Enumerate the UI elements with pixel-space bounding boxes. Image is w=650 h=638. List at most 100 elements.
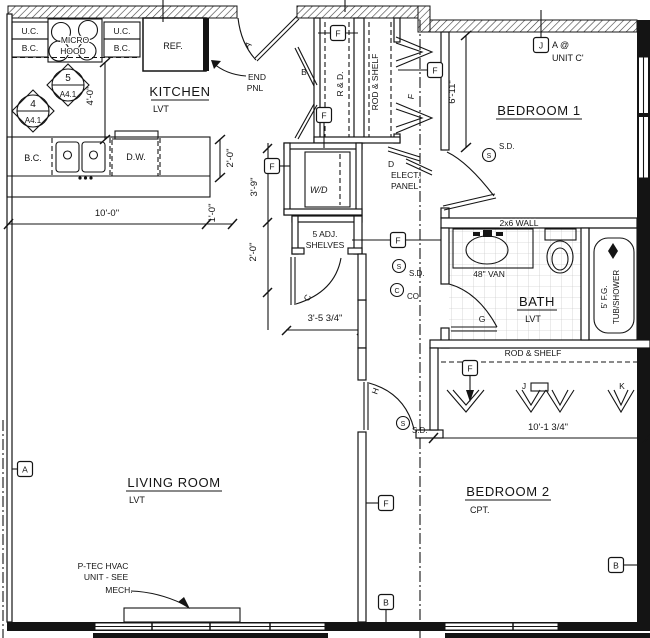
arrow-icon [178, 597, 190, 609]
tub-label-1: 5' F.G. [600, 286, 609, 309]
unit-note-1: A @ [552, 40, 569, 50]
end-panel [203, 18, 209, 71]
tag-letter: B [383, 598, 389, 608]
hvac-note-1: P-TEC HVAC [78, 561, 129, 571]
bath-door: G [448, 283, 498, 332]
bedroom2-title: BEDROOM 2 [466, 484, 549, 499]
tile-floor [449, 229, 581, 340]
smoke-detector-icon: S S.D. [481, 142, 515, 163]
kitchen-counter: B.C. D.W. [6, 130, 211, 198]
smoke-detector-icon: S S.D. [391, 258, 425, 278]
elect-label-1: ELECT. [391, 170, 420, 180]
wall-tag-f: F [389, 231, 407, 249]
door-letter-h: H [369, 386, 380, 395]
dim-10-0: 10'-0" [95, 208, 119, 219]
end-pnl-label-1: END [248, 72, 266, 82]
dim-2-0-closet: 2'-0" [248, 243, 259, 262]
wall-2x6-label: 2x6 WALL [500, 218, 539, 228]
sd-symbol: S [401, 421, 406, 428]
tag-letter: B [613, 561, 619, 571]
door-letter-c: C [301, 293, 313, 303]
dishwasher-icon: D.W. [111, 130, 159, 177]
wd-label: W/D [310, 185, 328, 195]
lower-band-right [445, 633, 650, 638]
range-icon: MICRO HOOD [47, 18, 103, 63]
base-cabinet-label: B.C. [114, 43, 131, 53]
bedroom2-door: H [363, 382, 415, 430]
dw-label: D.W. [126, 152, 146, 162]
micro-hood-label-1: MICRO [61, 35, 90, 45]
wall-tags: F F F F F F F [12, 10, 637, 622]
section-number: 4 [30, 99, 36, 110]
dim-4-0: 4'-0" [85, 87, 96, 106]
kitchen-floor: LVT [153, 104, 169, 114]
living-room: LIVING ROOM LVT P-TEC HVAC UNIT - SEE ME… [78, 475, 241, 623]
dim-6-11: 6'-11" [447, 80, 458, 104]
bedroom2: ROD & SHELF J K H S S.D. [357, 253, 650, 623]
refrigerator-icon: REF. [142, 17, 207, 72]
wall-tag-b: B [607, 556, 637, 574]
section-sheet: A4.1 [60, 90, 77, 99]
top-wall-step [417, 5, 431, 33]
sink-icon [55, 141, 106, 180]
base-cabinet-label: B.C. [22, 43, 39, 53]
end-pnl-label-2: PNL [247, 83, 264, 93]
upper-cabinet-label: U.C. [22, 26, 39, 36]
ref-label: REF. [163, 41, 183, 51]
section-number: 5 [65, 73, 71, 84]
living-title: LIVING ROOM [127, 475, 220, 490]
hvac-note-3: MECH. [105, 585, 132, 595]
arrow-icon [211, 60, 221, 69]
dim-3-9: 3'-9" [249, 178, 260, 197]
vanity-label: 48" VAN [473, 269, 505, 279]
top-wall-left [7, 5, 238, 19]
dim-10-1-3-4: 10'-1 3/4" [528, 422, 568, 433]
unit-note-2: UNIT C' [552, 53, 584, 63]
bedroom1: S S.D. 6'-11" BEDROOM 1 A @ UNIT C' [440, 30, 584, 219]
tag-letter: F [335, 29, 340, 39]
closet-rd-label: R & D. [335, 71, 345, 96]
co-detector-icon: C CO [389, 282, 419, 301]
shelves-label-2: SHELVES [306, 240, 345, 250]
dim-3-5-3-4: 3'-5 3/4" [308, 313, 343, 324]
elect-label-2: PANEL [391, 181, 419, 191]
hvac-note-2: UNIT - SEE [84, 572, 129, 582]
upper-cabinet-label: U.C. [114, 26, 131, 36]
wall-tag-a: A [12, 460, 34, 478]
living-window [94, 622, 326, 631]
wall-tag-f: F [263, 157, 290, 175]
wall-tag-f: F [461, 359, 479, 402]
sd-label: S.D. [409, 269, 425, 278]
sd-symbol: S [397, 264, 402, 271]
hvac-unit-icon [123, 607, 241, 623]
tag-letter: F [467, 364, 472, 374]
wall-tag-f: F [315, 106, 333, 148]
tub-label-2: TUB/SHOWER [612, 270, 621, 324]
tag-letter: J [539, 41, 543, 51]
top-wall-mid [296, 5, 419, 19]
sd-symbol: S [487, 153, 492, 160]
door-letter-j: J [522, 381, 526, 391]
door-letter-k: K [619, 381, 625, 391]
bc-counter-label: B.C. [24, 153, 42, 163]
door-letter-a: A [242, 39, 253, 50]
wall-tag-f: F [398, 61, 444, 79]
lower-band-left [93, 633, 328, 638]
bottom-wall [7, 622, 650, 631]
sd-label: S.D. [499, 142, 515, 151]
bedroom2-window [444, 622, 559, 631]
kitchen-dimensions: 4'-0" 10'-0" 2'-0" 1'-0" [3, 57, 238, 230]
wall-tag-f: F [366, 494, 395, 512]
kitchen-title: KITCHEN [149, 84, 210, 99]
section-marker-4: 4 A4.1 [11, 89, 55, 133]
smoke-detector-icon: S S.D. [395, 415, 428, 435]
bifold-door-icon: J K [446, 381, 635, 414]
wall-tag-f: F [318, 24, 358, 42]
door-letter-f: F [406, 93, 417, 100]
living-floor: LVT [129, 495, 145, 505]
micro-hood-label-2: HOOD [60, 46, 86, 56]
closet-door-c: C [290, 257, 342, 305]
dim-1-0: 1'-0" [207, 204, 218, 223]
